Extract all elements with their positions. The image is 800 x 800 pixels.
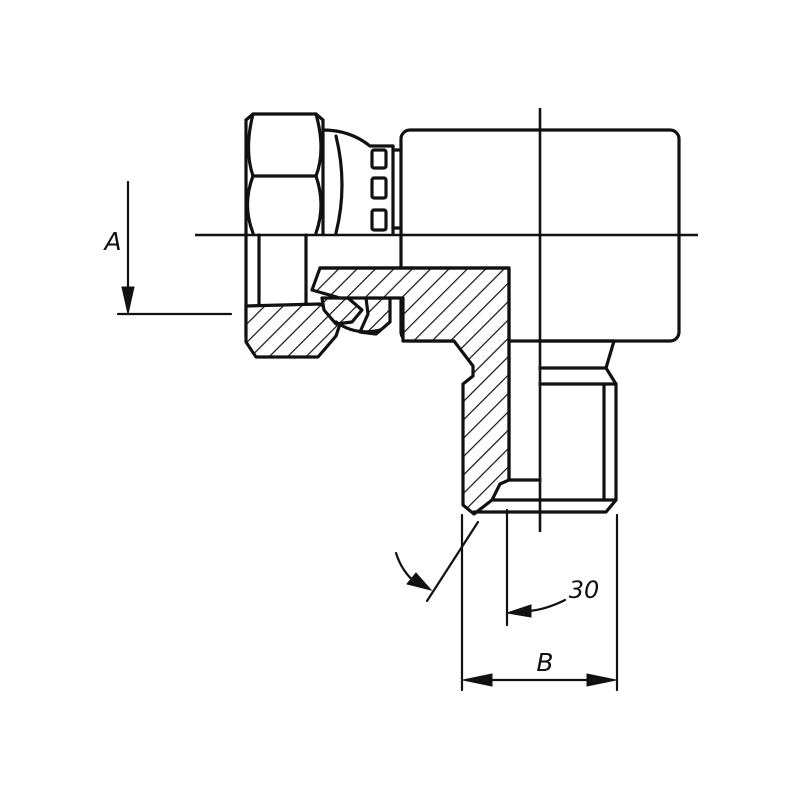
- dimension-b: [460, 513, 619, 692]
- hex-nut: [244, 112, 325, 338]
- elbow-section-hatched: [310, 266, 511, 516]
- dimension-a: [116, 180, 233, 316]
- dimension-a-label: A: [102, 227, 121, 256]
- swivel-collar: [321, 128, 403, 235]
- threaded-stud: [472, 339, 618, 514]
- elbow-bore: [318, 266, 542, 502]
- cutting-ring: [320, 296, 392, 336]
- dimension-b-label: B: [536, 648, 553, 677]
- angle-label: 30: [569, 576, 600, 604]
- angle-dimension: [394, 508, 567, 627]
